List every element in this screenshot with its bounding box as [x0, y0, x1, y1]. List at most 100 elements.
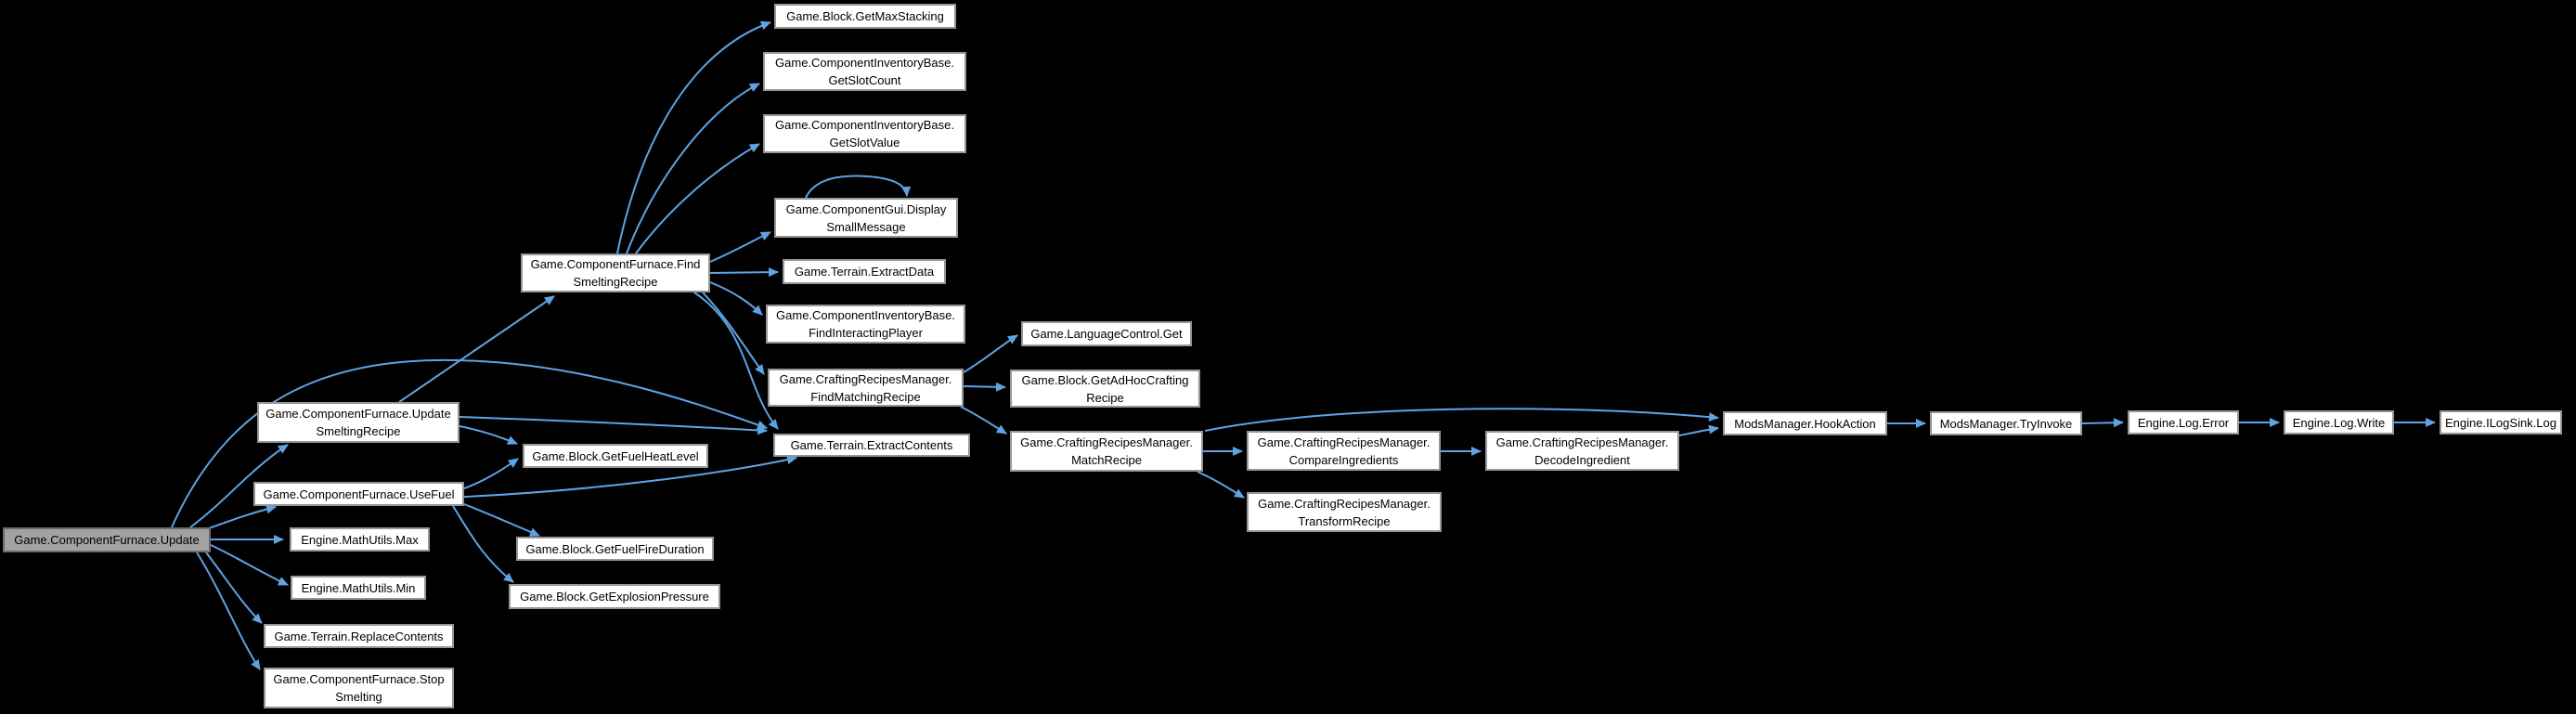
- edge-update-to-mathMin: [210, 544, 289, 586]
- node-languageGet[interactable]: Game.LanguageControl.Get: [1021, 321, 1192, 346]
- edge-findSmeltingRecipe-to-getMaxStacking: [616, 20, 771, 254]
- node-getFuelHeatLevel[interactable]: Game.Block.GetFuelHeatLevel: [523, 444, 708, 468]
- node-label: Engine.Log.Write: [2292, 415, 2386, 430]
- node-decodeIngredient[interactable]: Game.CraftingRecipesManager. DecodeIngred…: [1485, 431, 1679, 471]
- edge-update-to-extractContents: [171, 358, 768, 528]
- node-label: FindInteractingPlayer: [809, 326, 923, 340]
- node-extractData[interactable]: Game.Terrain.ExtractData: [783, 259, 946, 284]
- node-label: Game.Block.GetFuelHeatLevel: [532, 448, 699, 463]
- node-label: CompareIngredients: [1288, 452, 1399, 467]
- node-label: Game.CraftingRecipesManager.: [1257, 435, 1430, 449]
- edge-findSmeltingRecipe-to-findInteractingPlayer: [709, 281, 763, 316]
- node-label: Game.Block.GetAdHocCrafting: [1021, 372, 1189, 387]
- edge-findSmeltingRecipe-to-extractContents: [693, 292, 779, 430]
- node-mathMin[interactable]: Engine.MathUtils.Min: [291, 576, 426, 600]
- edge-findMatchingRecipe-to-languageGet: [963, 334, 1018, 373]
- node-logWrite[interactable]: Engine.Log.Write: [2284, 410, 2394, 435]
- node-label: Game.CraftingRecipesManager.: [1020, 435, 1193, 449]
- node-label: Game.Block.GetMaxStacking: [786, 9, 944, 23]
- node-getSlotValue[interactable]: Game.ComponentInventoryBase. GetSlotValue: [763, 114, 966, 153]
- node-label: Game.ComponentGui.Display: [785, 201, 947, 216]
- node-extractContents[interactable]: Game.Terrain.ExtractContents: [773, 434, 970, 457]
- edge-matchRecipe-to-transformRecipe: [1197, 471, 1245, 499]
- node-label: Game.CraftingRecipesManager.: [1495, 435, 1669, 449]
- edge-findSmeltingRecipe-to-getSlotValue: [635, 143, 760, 254]
- node-label: Game.ComponentFurnace.Find: [530, 257, 701, 271]
- node-getExplosionPressure[interactable]: Game.Block.GetExplosionPressure: [509, 584, 720, 609]
- node-label: Game.ComponentFurnace.Stop: [273, 672, 445, 686]
- node-label: ModsManager.TryInvoke: [1939, 416, 2073, 431]
- node-label: TransformRecipe: [1298, 513, 1391, 528]
- edge-update-to-useFuel: [208, 504, 277, 529]
- node-transformRecipe[interactable]: Game.CraftingRecipesManager.TransformRec…: [1247, 492, 1442, 532]
- edge-update-to-stopSmelting: [196, 552, 261, 670]
- edge-useFuel-to-getExplosionPressure: [452, 505, 514, 583]
- edge-findSmeltingRecipe-to-extractData: [709, 267, 779, 278]
- node-label: Game.Block.GetFuelFireDuration: [525, 541, 705, 556]
- edge-findSmeltingRecipe-to-findMatchingRecipe: [702, 292, 765, 375]
- node-update: Game.ComponentFurnace.Update: [3, 527, 211, 552]
- edge-findMatchingRecipe-to-getAdHocCraftingRecipe: [963, 382, 1006, 392]
- node-label: Recipe: [1086, 390, 1124, 405]
- node-iLogSinkLog[interactable]: Engine.ILogSink.Log: [2440, 410, 2562, 435]
- edge-updateSmeltingRecipe-to-findSmeltingRecipe: [398, 295, 555, 403]
- node-label: Smelting: [335, 690, 382, 704]
- node-label: Game.ComponentInventoryBase.: [776, 308, 955, 322]
- node-label: SmallMessage: [826, 219, 906, 234]
- node-useFuel[interactable]: Game.ComponentFurnace.UseFuel: [253, 482, 464, 506]
- node-label: Engine.MathUtils.Min: [301, 580, 416, 595]
- node-label: SmeltingRecipe: [316, 424, 401, 438]
- node-mathMax[interactable]: Engine.MathUtils.Max: [290, 527, 430, 552]
- node-hookAction[interactable]: ModsManager.HookAction: [1723, 411, 1887, 435]
- node-findInteractingPlayer[interactable]: Game.ComponentInventoryBase. FindInteract…: [766, 305, 965, 344]
- edge-useFuel-to-getFuelFireDuration: [463, 503, 540, 537]
- edge-findSmeltingRecipe-to-displaySmallMessage: [709, 231, 771, 263]
- node-label: Engine.Log.Error: [2137, 415, 2230, 430]
- edge-tryInvoke-to-logError: [2081, 418, 2124, 428]
- node-label: Game.Terrain.ExtractData: [794, 265, 935, 279]
- node-label: Game.ComponentFurnace.UseFuel: [263, 487, 455, 501]
- node-label: Game.ComponentFurnace.Update: [14, 533, 200, 547]
- node-getFuelFireDuration[interactable]: Game.Block.GetFuelFireDuration: [516, 537, 714, 561]
- edge-displaySmallMessage-to-displaySmallMessage: [805, 175, 912, 199]
- node-label: Engine.MathUtils.Max: [301, 532, 419, 547]
- node-label: FindMatchingRecipe: [810, 389, 921, 404]
- edge-findSmeltingRecipe-to-getSlotCount: [626, 83, 760, 254]
- node-label: Engine.ILogSink.Log: [2445, 415, 2557, 430]
- node-label: Game.CraftingRecipesManager.: [779, 371, 952, 386]
- edge-useFuel-to-getFuelHeatLevel: [463, 458, 519, 489]
- node-getSlotCount[interactable]: Game.ComponentInventoryBase.GetSlotCount: [763, 52, 966, 91]
- node-replaceContents[interactable]: Game.Terrain.ReplaceContents: [264, 624, 454, 648]
- node-label: Game.Terrain.ExtractContents: [790, 438, 953, 452]
- node-label: Game.Terrain.ReplaceContents: [274, 629, 444, 643]
- edge-decodeIngredient-to-hookAction: [1678, 424, 1719, 436]
- node-getMaxStacking[interactable]: Game.Block.GetMaxStacking: [774, 4, 956, 29]
- node-compareIngredients[interactable]: Game.CraftingRecipesManager. CompareIngre…: [1247, 431, 1441, 471]
- edge-useFuel-to-extractContents: [463, 455, 797, 498]
- node-findMatchingRecipe[interactable]: Game.CraftingRecipesManager. FindMatching…: [768, 369, 964, 407]
- node-label: SmeltingRecipe: [573, 275, 658, 289]
- node-label: Game.ComponentInventoryBase.: [775, 118, 954, 132]
- node-label: ModsManager.HookAction: [1734, 416, 1876, 431]
- edge-update-to-updateSmeltingRecipe: [189, 444, 289, 528]
- node-label: Game.Block.GetExplosionPressure: [520, 590, 709, 604]
- node-label: DecodeIngredient: [1534, 452, 1630, 467]
- node-matchRecipe[interactable]: Game.CraftingRecipesManager.MatchRecipe: [1010, 431, 1203, 472]
- edge-updateSmeltingRecipe-to-getFuelHeatLevel: [459, 425, 518, 445]
- node-label: Game.ComponentFurnace.Update: [265, 407, 451, 421]
- edge-update-to-replaceContents: [205, 552, 263, 624]
- node-label: Game.ComponentInventoryBase.: [775, 56, 954, 70]
- edge-matchRecipe-to-hookAction: [1204, 408, 1719, 432]
- node-label: GetSlotValue: [829, 136, 900, 149]
- edge-updateSmeltingRecipe-to-extractContents: [459, 416, 768, 435]
- node-logError[interactable]: Engine.Log.Error: [2128, 410, 2239, 435]
- node-label: Game.LanguageControl.Get: [1030, 327, 1183, 341]
- node-tryInvoke[interactable]: ModsManager.TryInvoke: [1930, 411, 2082, 435]
